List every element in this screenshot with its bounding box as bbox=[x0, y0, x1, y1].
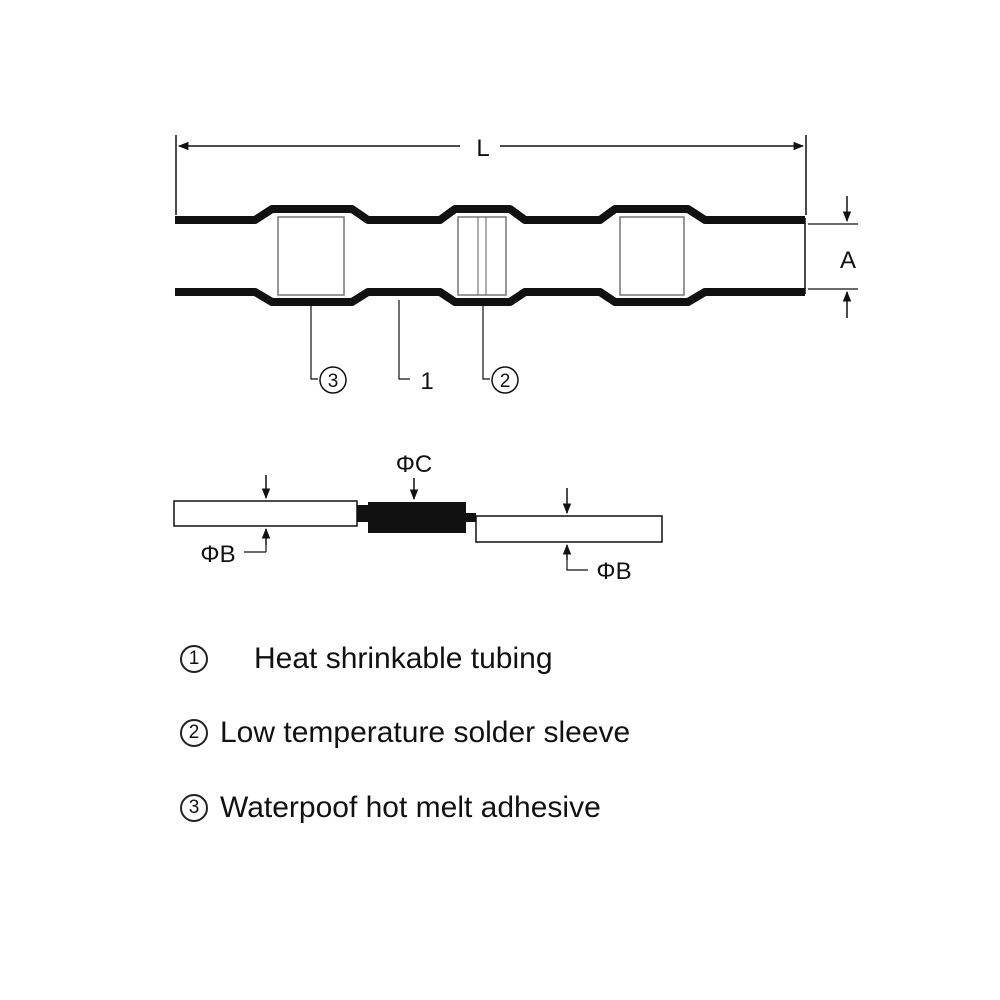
callout-adhesive: 3 bbox=[319, 366, 347, 394]
legend-text: Waterpoof hot melt adhesive bbox=[220, 791, 601, 824]
legend-item-solder: 2 Low temperature solder sleeve bbox=[180, 716, 630, 750]
diameter-b-left-dimension: ΦB bbox=[200, 475, 271, 568]
diameter-c-dimension: ΦC bbox=[396, 451, 432, 501]
adhesive-ring-left bbox=[277, 216, 345, 296]
legend-number: 1 bbox=[180, 645, 208, 673]
legend-text: Low temperature solder sleeve bbox=[220, 716, 631, 749]
diameter-b-right-label: ΦB bbox=[596, 558, 631, 585]
heat-shrink-tube bbox=[175, 205, 806, 306]
solder-joint bbox=[357, 502, 476, 533]
legend-number: 2 bbox=[180, 719, 208, 747]
legend-number: 3 bbox=[180, 794, 208, 822]
diameter-b-right-dimension: ΦB bbox=[562, 488, 632, 585]
legend-text: Heat shrinkable tubing bbox=[254, 642, 553, 675]
legend-item-tubing: 1 Heat shrinkable tubing bbox=[180, 642, 553, 676]
callout-leaders bbox=[310, 300, 490, 380]
diameter-a-dimension: A bbox=[808, 196, 858, 318]
svg-text:3: 3 bbox=[328, 371, 339, 392]
wire-right bbox=[475, 515, 663, 543]
diameter-c-label: ΦC bbox=[396, 451, 432, 478]
adhesive-ring-right bbox=[619, 216, 685, 296]
callout-tubing: 1 bbox=[420, 368, 433, 395]
wire-left bbox=[173, 500, 358, 527]
svg-text:2: 2 bbox=[500, 371, 511, 392]
diameter-a-label: A bbox=[840, 247, 856, 274]
callout-solder: 2 bbox=[491, 366, 519, 394]
length-dimension: L bbox=[175, 135, 807, 215]
legend-item-adhesive: 3 Waterpoof hot melt adhesive bbox=[180, 791, 601, 825]
length-label: L bbox=[476, 135, 489, 162]
solder-sleeve bbox=[457, 216, 507, 296]
diameter-b-left-label: ΦB bbox=[200, 541, 235, 568]
